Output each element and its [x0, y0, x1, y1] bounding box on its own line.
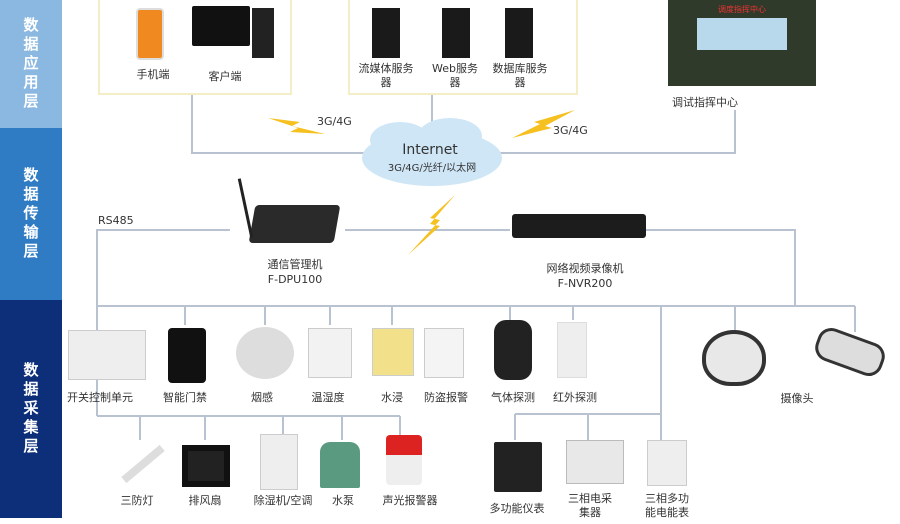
- water-leak-sensor-icon: [372, 328, 414, 376]
- layer-collection: 数据采集层: [0, 300, 62, 518]
- nvr-device-icon: [512, 214, 646, 238]
- access-control-icon: [168, 328, 206, 383]
- internet-title: Internet: [402, 142, 458, 158]
- gateway-device-icon: [248, 205, 341, 243]
- lightning-icons: [268, 110, 575, 255]
- rs485-label: RS485: [98, 214, 134, 227]
- pc-tower-icon: [252, 8, 274, 58]
- layer-application: 数据应用层: [0, 0, 62, 128]
- desktop-icon: [192, 6, 250, 46]
- actuator-label: 三防灯: [120, 494, 154, 507]
- phone-label: 手机端: [136, 68, 170, 81]
- burglar-alarm-icon: [424, 328, 464, 378]
- sensor-label: 红外探测: [553, 391, 597, 404]
- command-center-photo: 调度指挥中心: [668, 0, 816, 86]
- infrared-detector-icon: [557, 322, 587, 378]
- meter-label: 三相电采集器: [568, 492, 612, 519]
- three-phase-energy-meter-icon: [647, 440, 687, 486]
- link-label-right: 3G/4G: [553, 124, 588, 137]
- sensor-label: 智能门禁: [163, 391, 207, 404]
- lightning-icon: [408, 195, 455, 255]
- meter-label: 三相多功能电能表: [645, 492, 689, 519]
- actuator-label: 除湿机/空调: [253, 494, 313, 507]
- command-center-sign: 调度指挥中心: [718, 5, 766, 14]
- three-phase-collector-icon: [566, 440, 624, 484]
- command-center-label: 调试指挥中心: [672, 96, 738, 109]
- sensor-label: 防盗报警: [424, 391, 468, 404]
- actuator-label: 水泵: [332, 494, 354, 507]
- dehumidifier-icon: [260, 434, 298, 490]
- actuator-label: 排风扇: [188, 494, 222, 507]
- water-pump-icon: [320, 442, 360, 488]
- sound-light-alarm-icon: [386, 435, 422, 485]
- exhaust-fan-icon: [182, 445, 230, 487]
- gas-detector-icon: [494, 320, 532, 380]
- server-icon: [442, 8, 470, 58]
- dome-camera-icon: [702, 330, 766, 386]
- db-server-label: 数据库服务器: [492, 62, 548, 89]
- camera-label: 摄像头: [780, 392, 814, 405]
- phone-icon: [136, 8, 164, 60]
- stream-server-label: 流媒体服务器: [358, 62, 414, 89]
- sensor-label: 水浸: [381, 391, 403, 404]
- multifunction-meter-icon: [494, 442, 542, 492]
- lightning-icon: [268, 118, 325, 134]
- nvr-model: F-NVR200: [557, 277, 613, 290]
- nvr-name: 网络视频录像机: [546, 262, 624, 275]
- smoke-detector-icon: [236, 327, 294, 379]
- thermo-hygrometer-icon: [308, 328, 352, 378]
- internet-subtitle: 3G/4G/光纤/以太网: [387, 163, 477, 174]
- lightning-icon: [512, 110, 575, 138]
- layer-transmission: 数据传输层: [0, 128, 62, 300]
- sensor-label: 烟感: [251, 391, 273, 404]
- sensor-label: 温湿度: [311, 391, 345, 404]
- server-icon: [372, 8, 400, 58]
- gateway-model: F-DPU100: [267, 273, 323, 286]
- client-label: 客户端: [208, 70, 242, 83]
- sensor-label: 气体探测: [491, 391, 535, 404]
- web-server-label: Web服务器: [432, 62, 478, 89]
- sensor-label: 开关控制单元: [67, 391, 133, 404]
- actuator-label: 声光报警器: [382, 494, 438, 507]
- link-label-left: 3G/4G: [317, 115, 352, 128]
- server-icon: [505, 8, 533, 58]
- switch-control-unit-icon: [68, 330, 146, 380]
- gateway-name: 通信管理机: [267, 258, 323, 271]
- meter-label: 多功能仪表: [489, 502, 545, 515]
